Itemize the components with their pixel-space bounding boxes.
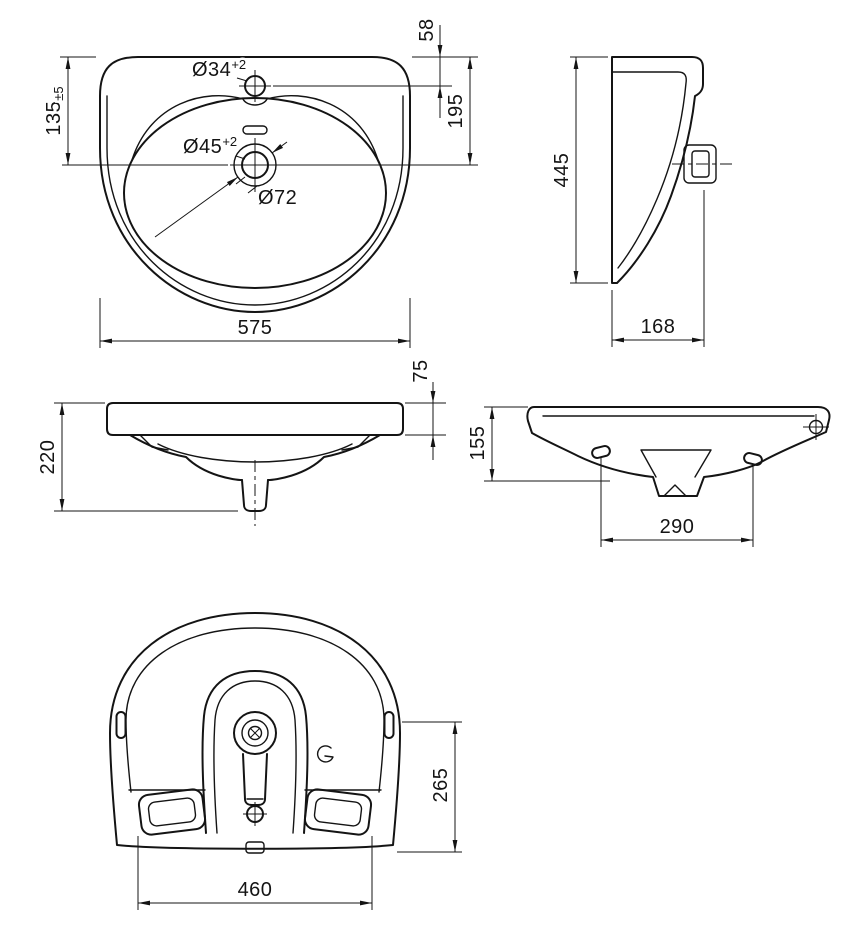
bottom-pad-left-outer [137, 788, 207, 836]
bottom-drain-bolt [247, 725, 263, 741]
rear-height-dim-text: 155 [467, 426, 489, 461]
bottom-pad-left [137, 788, 207, 836]
side-height-value: 445 [551, 153, 573, 188]
front-dimensions: 220 75 [35, 357, 446, 512]
side-dimensions: 445 168 [549, 56, 705, 347]
rear-dimensions: 155 290 [465, 406, 754, 547]
bottom-dimensions: 265 460 [137, 721, 462, 910]
front-height-extension-lines [54, 402, 238, 512]
rear-channel-notch [663, 484, 687, 497]
bottom-pad-right-inner [313, 797, 363, 827]
plan-back-to-drain-dim-text: 195 [445, 94, 467, 129]
bottom-pad-right-outer [303, 788, 373, 836]
plan-recess-label: Ø72 [258, 187, 297, 209]
rear-fixing-target-crosshair [803, 414, 829, 440]
plan-tap-hole-crosshair [239, 70, 271, 102]
plan-view: 575 135±5 58 195 Ø34+2 Ø45+2 [41, 16, 478, 348]
plan-back-to-drain-value: 195 [445, 94, 467, 129]
rear-height-extension-lines [484, 406, 610, 482]
rear-view: 155 290 [465, 406, 831, 547]
bottom-depth-dim-text: 265 [430, 768, 452, 803]
side-depth-value: 168 [641, 316, 676, 338]
front-view: 220 75 [35, 357, 446, 526]
bottom-pad-left-inner [147, 797, 197, 827]
front-rim-dim-text: 75 [410, 359, 432, 382]
rear-outer-outline [526, 406, 831, 497]
bottom-clip-symbol [316, 745, 334, 763]
plan-recess-dim-line-upper [271, 141, 288, 154]
bottom-inner-arch [125, 627, 385, 793]
rear-spacing-extension-lines [600, 458, 754, 547]
plan-deck-curve-right [266, 95, 379, 161]
bottom-drain-bolt-cross [249, 727, 261, 739]
rear-mounting-hole-left [591, 445, 611, 459]
plan-width-dim-text: 575 [238, 317, 273, 339]
bottom-drain-channel [242, 753, 268, 806]
plan-deck-ledge [242, 98, 268, 106]
side-depth-dim-text: 168 [641, 316, 676, 338]
plan-left-offset-dim-text: 135±5 [43, 86, 66, 135]
bottom-width-extension-lines [137, 836, 373, 910]
plan-tap-hole-leader [236, 77, 248, 82]
plan-recess-tick-marks [235, 176, 258, 194]
front-rim-value: 75 [410, 359, 432, 382]
plan-rim-inner-line [106, 95, 404, 306]
plan-width-value: 575 [238, 317, 273, 339]
plan-overflow-slot [242, 125, 268, 135]
bottom-depth-extension-lines [397, 721, 462, 853]
plan-tap-hole-label: Ø34+2 [192, 57, 246, 81]
plan-back-to-tap-dim-text: 58 [416, 18, 438, 41]
front-height-dim-text: 220 [37, 440, 59, 475]
rear-spacing-dim-text: 290 [660, 516, 695, 538]
plan-right-extension-lines [273, 56, 478, 166]
plan-left-offset-value: 135 [43, 101, 65, 136]
plan-left-offset-tolerance: ±5 [51, 86, 66, 100]
plan-back-to-tap-value: 58 [416, 18, 438, 41]
bottom-width-value: 460 [238, 879, 273, 901]
bottom-depth-value: 265 [430, 768, 452, 803]
plan-drain-hole-leader [235, 155, 246, 160]
front-rim-extension-lines [405, 402, 446, 436]
bottom-edge-notch [245, 841, 265, 854]
bottom-view: 265 460 [109, 612, 462, 910]
plan-tap-hole-tolerance: +2 [231, 57, 246, 72]
bottom-fixing-hole-crosshair [243, 802, 267, 826]
plan-tap-hole-value: Ø34 [192, 59, 231, 81]
plan-recess-dim-line-lower [154, 176, 239, 238]
front-height-value: 220 [37, 440, 59, 475]
side-view: 445 168 [549, 56, 736, 347]
rear-height-value: 155 [467, 426, 489, 461]
rear-spacing-value: 290 [660, 516, 695, 538]
bottom-drain-hole [241, 719, 269, 747]
bottom-pad-right [303, 788, 373, 836]
plan-drain-hole-value: Ø45 [183, 136, 222, 158]
side-height-dim-text: 445 [551, 153, 573, 188]
bottom-slot-right [383, 711, 395, 739]
bottom-outer-outline [109, 612, 401, 850]
bottom-pedestal-inner [213, 680, 297, 834]
rear-mounting-hole-right [743, 452, 763, 466]
side-outer-outline [611, 56, 704, 284]
plan-deck-curve-left [131, 95, 244, 161]
front-rim-outline [106, 402, 404, 436]
plan-drain-hole-label: Ø45+2 [183, 134, 237, 158]
side-depth-extension-lines [611, 190, 705, 347]
plan-drain-hole-tolerance: +2 [222, 134, 237, 149]
rear-overflow-channel [640, 449, 712, 478]
plan-dimensions: 575 135±5 58 195 Ø34+2 Ø45+2 [41, 16, 478, 348]
plan-recess-value: Ø72 [258, 187, 297, 209]
bottom-pedestal-outer [201, 670, 309, 834]
side-inner-line [611, 71, 687, 269]
front-bowl-underside-left [129, 434, 243, 481]
front-rim-notches [139, 434, 371, 451]
bottom-drain-recess [233, 711, 277, 755]
plan-drain-crosshair [230, 138, 284, 192]
plan-outer-outline [99, 56, 411, 313]
bottom-width-dim-text: 460 [238, 879, 273, 901]
bottom-slot-left [115, 711, 127, 739]
front-bowl-underside-right [267, 434, 381, 481]
